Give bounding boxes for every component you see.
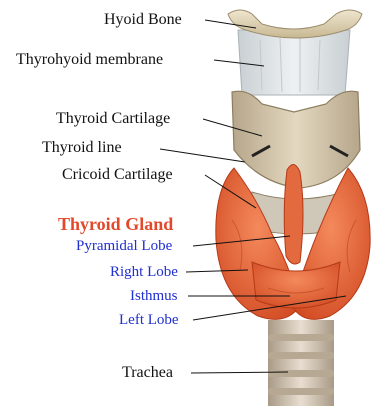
label-pyramidal-lobe: Pyramidal Lobe bbox=[76, 239, 172, 254]
label-hyoid-bone: Hyoid Bone bbox=[104, 12, 182, 28]
label-left-lobe: Left Lobe bbox=[119, 313, 179, 328]
label-right-lobe: Right Lobe bbox=[110, 265, 178, 280]
label-cricoid-cartilage: Cricoid Cartilage bbox=[62, 167, 173, 183]
label-thyroid-cartilage: Thyroid Cartilage bbox=[56, 111, 170, 127]
trachea-shape bbox=[268, 320, 334, 406]
label-isthmus: Isthmus bbox=[130, 289, 178, 304]
label-thyroid-line: Thyroid line bbox=[42, 140, 122, 156]
thyrohyoid-membrane-shape bbox=[238, 30, 350, 95]
label-trachea: Trachea bbox=[122, 365, 173, 381]
label-thyrohyoid-membrane: Thyrohyoid membrane bbox=[16, 52, 163, 68]
label-thyroid-gland: Thyroid Gland bbox=[58, 215, 173, 233]
